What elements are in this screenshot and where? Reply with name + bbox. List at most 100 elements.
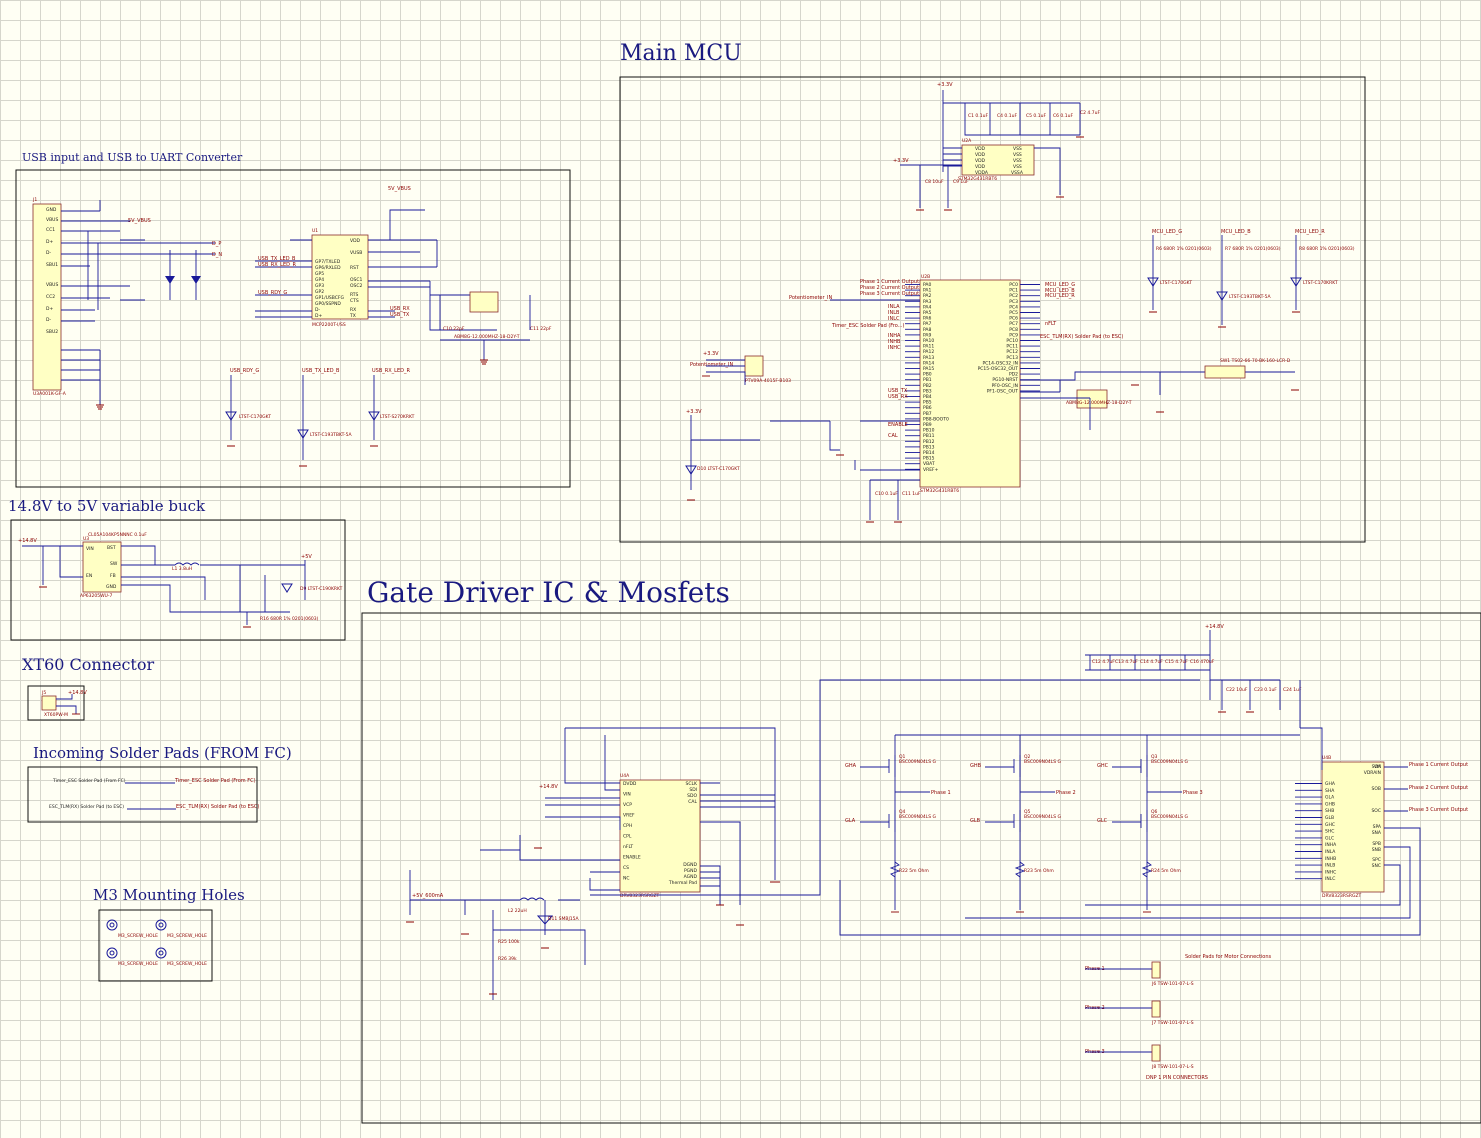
mosfet-part: BSC009N04LS G <box>899 814 936 820</box>
svg-text:LTST-C170GKT: LTST-C170GKT <box>1160 280 1192 286</box>
svg-text:C12 4.7uF: C12 4.7uF <box>1092 659 1115 665</box>
svg-text:VUSB: VUSB <box>350 250 362 256</box>
phase-label: Phase 1 <box>931 790 951 796</box>
drv-a-pin-label: Thermal Pad <box>668 880 697 886</box>
svg-text:ABM8G-12.000MHZ-18-D2Y-T: ABM8G-12.000MHZ-18-D2Y-T <box>1066 400 1132 406</box>
mcu-pin-label: PC0 <box>1009 282 1018 288</box>
svg-text:LTST-C193TBKT-5A: LTST-C193TBKT-5A <box>1229 294 1271 300</box>
svg-text:+14.8V: +14.8V <box>68 690 87 696</box>
svg-text:Phase 2 Current Output: Phase 2 Current Output <box>1409 785 1468 791</box>
mcu-pin-label: PC14-OSC32_IN <box>982 360 1018 366</box>
mosfet-ref: Q4 <box>899 809 906 815</box>
drv-b-pin-label: SHC <box>1325 829 1334 835</box>
svg-text:GP2: GP2 <box>315 289 324 295</box>
svg-text:C11 1uF: C11 1uF <box>902 491 921 497</box>
svg-text:LTST-S270KRKT: LTST-S270KRKT <box>380 414 415 420</box>
svg-text:LTST-C170GKT: LTST-C170GKT <box>239 414 271 420</box>
drv-b-pin-label: SPA <box>1373 824 1382 830</box>
shunt-label: R23 5m Ohm <box>1024 868 1054 874</box>
svg-text:+14.8V: +14.8V <box>1205 624 1224 630</box>
svg-text:INLA: INLA <box>888 304 900 310</box>
svg-text:AP63205WU-7: AP63205WU-7 <box>80 593 112 599</box>
svg-text:GP7/TXLED: GP7/TXLED <box>315 259 341 265</box>
svg-text:INHC: INHC <box>888 345 901 351</box>
svg-text:+5V_600mA: +5V_600mA <box>412 893 444 899</box>
drv-b-pin-label: SOA <box>1372 764 1382 770</box>
drv-b-pin-label: INLC <box>1325 876 1335 882</box>
mcu-pin-label: PB13 <box>923 444 935 450</box>
svg-text:PTV09A-4015F-B103: PTV09A-4015F-B103 <box>745 378 791 384</box>
shunt-label: R22 5m Ohm <box>899 868 929 874</box>
drv-a-pin-label: CAL <box>688 799 697 805</box>
svg-text:C4 0.1uF: C4 0.1uF <box>997 113 1017 119</box>
svg-text:RST: RST <box>350 265 359 271</box>
svg-text:Timer_ESC Solder Pad (From FC): Timer_ESC Solder Pad (From FC) <box>52 778 126 784</box>
svg-text:C9 1uF: C9 1uF <box>953 179 969 185</box>
svg-text:INHA: INHA <box>888 333 901 339</box>
svg-text:GP1/USBCFG: GP1/USBCFG <box>315 295 344 301</box>
shunt-resistor <box>889 861 901 878</box>
frame-gate <box>361 612 1481 1124</box>
svg-text:GP0/SSPND: GP0/SSPND <box>315 301 341 307</box>
svg-text:C5 0.1uF: C5 0.1uF <box>1026 113 1046 119</box>
svg-text:5V_VBUS: 5V_VBUS <box>388 186 411 192</box>
mcu-pin-label: PA5 <box>923 310 932 316</box>
svg-text:USB_RDY_G: USB_RDY_G <box>230 368 259 374</box>
drv-b-pin-label: SHB <box>1325 808 1334 814</box>
mcu-pin-label: PB7 <box>923 411 932 417</box>
svg-text:ESC_TLM(RX) Solder Pad (to ESC: ESC_TLM(RX) Solder Pad (to ESC) <box>176 804 259 810</box>
svg-text:DNP 1 PIN CONNECTORS: DNP 1 PIN CONNECTORS <box>1146 1075 1208 1081</box>
gate-driver-b: U4B DRV8323RSRGZT GHASHAGLAGHBSHBGLBGHCS… <box>839 680 1468 936</box>
mcu-pin-label: PB5 <box>923 400 932 406</box>
drv-a-pin-label: VIN <box>623 792 631 798</box>
svg-text:VSS: VSS <box>1013 146 1022 152</box>
svg-text:MCU_LED_G: MCU_LED_G <box>1152 229 1182 235</box>
svg-text:C1 0.1uF: C1 0.1uF <box>968 113 988 119</box>
frame-usb <box>15 169 571 488</box>
phase-label: Phase 2 <box>1056 790 1076 796</box>
mounting-holes: M3_SCREW_HOLE M3_SCREW_HOLE M3_SCREW_HOL… <box>106 919 207 967</box>
drv-b-pin-label: GLB <box>1325 815 1334 821</box>
drv-a-pin-label: CPH <box>623 823 632 829</box>
svg-text:CC2: CC2 <box>46 294 55 300</box>
svg-text:CAL: CAL <box>888 433 898 439</box>
title-main-mcu: Main MCU <box>620 41 742 66</box>
mcu-power-block: U2A STM32G431RBT6 +3.3V +3.3V VDD VDD VD… <box>893 82 1100 211</box>
mcu-pin-label: PC1 <box>1009 288 1018 294</box>
svg-text:R25 100k: R25 100k <box>498 939 520 945</box>
frame-holes <box>98 909 213 982</box>
mcu-status-leds: MCU_LED_G MCU_LED_B MCU_LED_R R6 680R 1%… <box>1147 229 1355 328</box>
svg-text:+3.3V: +3.3V <box>893 158 909 164</box>
svg-text:Phase 3 Current Output: Phase 3 Current Output <box>1409 807 1468 813</box>
svg-text:nFLT: nFLT <box>1045 321 1057 327</box>
svg-text:D_P: D_P <box>212 241 221 247</box>
svg-text:Phase 2 Current Output: Phase 2 Current Output <box>860 285 919 291</box>
drv-a-pin-label: VCP <box>623 802 632 808</box>
usb-c-connector: J1 U3A001K-GF-A GND VBUS CC1 D+ D- SBU1 … <box>32 197 145 410</box>
title-gate: Gate Driver IC & Mosfets <box>367 576 730 609</box>
mcu-main-ic: U2B STM32G431RBT6 PA0PA1PA2PA3PA4PA5PA6P… <box>789 274 1123 523</box>
mcu-pin-label: PA2 <box>923 293 932 299</box>
svg-text:Phase 3 Current Output: Phase 3 Current Output <box>860 291 919 297</box>
svg-text:+3.3V: +3.3V <box>703 351 719 357</box>
mcu-pin-label: PC12 <box>1006 349 1018 355</box>
mcu-pin-label: PC7 <box>1009 321 1018 327</box>
mosfet-part: BSC009N04LS G <box>899 759 936 765</box>
svg-text:R16 680R 1% 0201(0603): R16 680R 1% 0201(0603) <box>260 616 319 622</box>
mcu-pin-label: PB1 <box>923 377 932 383</box>
mcu-pin-label: PB15 <box>923 456 935 462</box>
drv-a-pin-label: SDI <box>689 787 697 793</box>
svg-text:D+: D+ <box>46 239 53 245</box>
gate-driver-a: U4A DRV8323RSRGZT DVDDVINVCPVREFCPHCPLnF… <box>480 679 1200 926</box>
mcu-pin-label: PB12 <box>923 439 935 445</box>
title-xt60: XT60 Connector <box>22 655 154 674</box>
svg-text:C11 22pF: C11 22pF <box>530 326 552 332</box>
drv-b-pin-label: INLA <box>1325 849 1336 855</box>
drv-b-pin-label: INHC <box>1325 869 1336 875</box>
svg-text:C22 10uF: C22 10uF <box>1226 687 1248 693</box>
mcu-pin-label: PA11 <box>923 344 934 350</box>
svg-text:U2B: U2B <box>921 274 930 280</box>
mcu-pin-label: PA8 <box>923 327 932 333</box>
svg-text:C10 22pF: C10 22pF <box>443 326 465 332</box>
svg-text:C8 10uF: C8 10uF <box>925 179 944 185</box>
